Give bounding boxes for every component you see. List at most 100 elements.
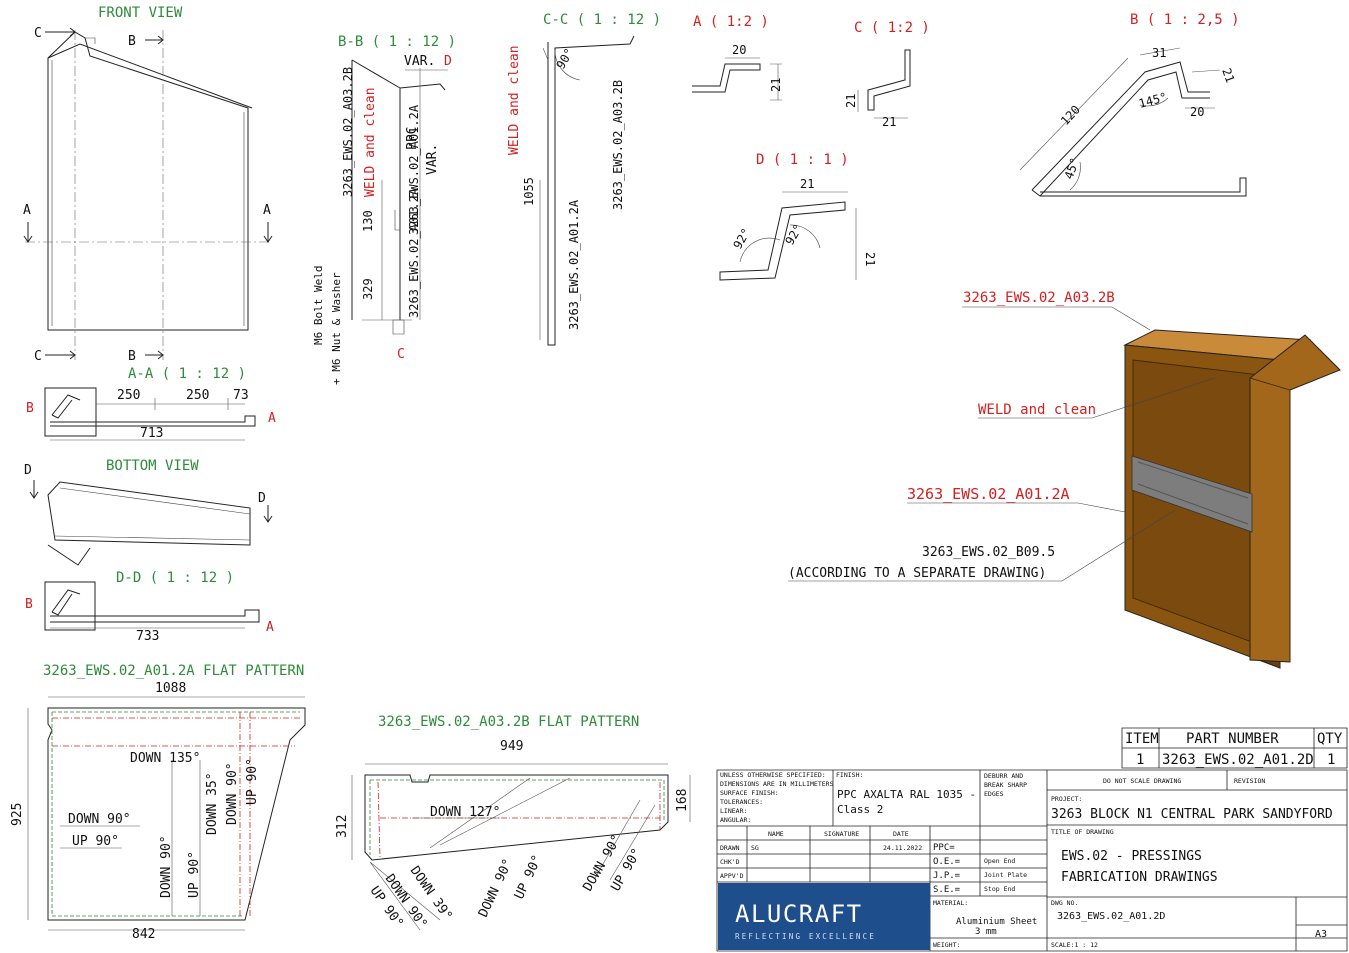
tb-title-2: FABRICATION DRAWINGS <box>1061 870 1218 885</box>
tb-col-name: NAME <box>768 830 784 838</box>
dd-dim-733: 733 <box>136 629 159 644</box>
tb-project-label: PROJECT: <box>1051 795 1082 803</box>
bb-part-a01-upper: 3263_EWS.02_A01.2A <box>407 104 421 235</box>
tb-weight: WEIGHT: <box>933 941 960 949</box>
detail-a-dim-21: 21 <box>769 78 783 92</box>
logo-text: ALUCRAFT <box>735 900 863 928</box>
bb-var-side: VAR. <box>425 144 440 175</box>
parts-list: ITEM PART NUMBER QTY 1 3263_EWS.02_A01.2… <box>1121 727 1348 769</box>
logo-tagline: REFLECTING EXCELLENCE <box>735 932 876 941</box>
tb-col-signature: SIGNATURE <box>824 830 859 838</box>
tb-finish-label: FINISH: <box>836 771 863 779</box>
tb-size: A3 <box>1315 929 1327 940</box>
parts-row-part-number: 3263_EWS.02_A01.2D <box>1162 752 1314 768</box>
detail-b-angle-145: 145° <box>1137 90 1169 111</box>
detail-b-angle-45: 45° <box>1062 156 1083 181</box>
front-view-title: FRONT VIEW <box>98 5 183 21</box>
detail-d-dim-21-top: 21 <box>800 177 814 191</box>
tb-deburr-2: BREAK SHARP <box>984 781 1027 789</box>
tb-jp-value: Joint Plate <box>984 871 1027 879</box>
tb-material-2: 3 mm <box>975 927 997 937</box>
bottom-view-title: BOTTOM VIEW <box>106 458 199 474</box>
tb-spec-3: SURFACE FINISH: <box>720 789 779 797</box>
iso-label-b09: 3263_EWS.02_B09.5 <box>922 545 1055 560</box>
tb-scale: SCALE:1 : 12 <box>1051 941 1098 949</box>
logo-panel <box>718 883 930 950</box>
section-cc: C-C ( 1 : 12 ) WELD and clean 90° 3263_E… <box>507 12 661 346</box>
bottom-view: BOTTOM VIEW D D <box>24 458 273 566</box>
dd-title: D-D ( 1 : 12 ) <box>116 570 234 586</box>
tb-drawn: DRAWN <box>720 844 740 852</box>
tb-title-1: EWS.02 - PRESSINGS <box>1061 849 1202 864</box>
aa-title: A-A ( 1 : 12 ) <box>128 366 246 382</box>
flat-pattern-a01: 3263_EWS.02_A01.2A FLAT PATTERN 1088 925… <box>10 663 306 942</box>
bb-d-mark: D <box>444 54 452 69</box>
tb-deburr-3: EDGES <box>984 790 1004 798</box>
bb-dim-329: 329 <box>361 278 375 300</box>
bb-part-a01-lower: 3263_EWS.02_A01.2A <box>407 187 421 318</box>
flat2-dim-949: 949 <box>500 739 523 754</box>
flat1-down-90-right: DOWN 90° <box>225 762 240 825</box>
flat2-down-127: DOWN 127° <box>430 805 500 820</box>
tb-se: S.E.= <box>933 885 961 895</box>
detail-d-title: D ( 1 : 1 ) <box>756 152 849 168</box>
detail-c-dim-21-horz: 21 <box>882 115 896 129</box>
flat-pattern-a03: 3263_EWS.02_A03.2B FLAT PATTERN 949 312 … <box>335 714 691 932</box>
detail-d: D ( 1 : 1 ) 21 92° 92° 21 <box>719 152 877 281</box>
cc-dim-1055: 1055 <box>522 177 536 206</box>
bb-weld-note: WELD and clean <box>363 87 378 197</box>
tb-title-label: TITLE OF DRAWING <box>1051 828 1114 836</box>
detail-b-dim-20: 20 <box>1190 105 1204 119</box>
tb-no-scale: DO NOT SCALE DRAWING <box>1103 777 1181 785</box>
bottom-d-mark-right: D <box>258 491 266 506</box>
front-c-mark-bottom: C <box>34 349 42 364</box>
dd-b-mark: B <box>25 597 33 612</box>
detail-b-dim-21: 21 <box>1219 66 1237 84</box>
isometric-view: 3263_EWS.02_A03.2B WELD and clean 3263_E… <box>788 290 1341 669</box>
tb-project: 3263 BLOCK N1 CENTRAL PARK SANDYFORD <box>1051 807 1333 822</box>
bb-c-mark: C <box>397 347 405 362</box>
tb-spec-1: UNLESS OTHERWISE SPECIFIED: <box>720 771 826 779</box>
tb-approved: APPV'D <box>720 872 744 880</box>
flat2-dim-312: 312 <box>335 815 350 838</box>
tb-deburr-1: DEBURR AND <box>984 772 1023 780</box>
bb-title: B-B ( 1 : 12 ) <box>338 34 456 50</box>
detail-a-dim-20: 20 <box>732 43 746 57</box>
tb-spec-5: LINEAR: <box>720 807 747 815</box>
cc-title: C-C ( 1 : 12 ) <box>543 12 661 28</box>
tb-dwg-label: DWG NO. <box>1051 899 1078 907</box>
title-block: UNLESS OTHERWISE SPECIFIED: DIMENSIONS A… <box>716 769 1348 952</box>
aa-dim-250-left: 250 <box>117 388 140 403</box>
cc-angle-90: 90° <box>553 46 576 72</box>
cc-weld-note: WELD and clean <box>507 45 522 155</box>
parts-row-qty: 1 <box>1327 752 1335 768</box>
detail-a-title: A ( 1:2 ) <box>693 14 769 30</box>
aa-dim-73: 73 <box>233 388 249 403</box>
flat1-down-90-left: DOWN 90° <box>68 812 131 827</box>
detail-b-dim-120: 120 <box>1058 103 1083 128</box>
section-bb: B-B ( 1 : 12 ) VAR. D 3263_EWS.02_A03.2B… <box>312 34 456 385</box>
tb-spec-4: TOLERANCES: <box>720 798 763 806</box>
detail-b-dim-31: 31 <box>1152 46 1166 60</box>
bb-ppc: PPC <box>405 127 420 150</box>
tb-material-1: Aluminium Sheet <box>956 917 1037 927</box>
front-view: FRONT VIEW C B A A C B <box>23 5 273 364</box>
iso-label-note: (ACCORDING TO A SEPARATE DRAWING) <box>788 566 1046 581</box>
aa-a-mark: A <box>268 411 276 426</box>
dd-a-mark: A <box>266 620 274 635</box>
front-a-mark-left: A <box>23 203 31 218</box>
front-b-mark-bottom: B <box>128 349 136 364</box>
flat2-dim-168: 168 <box>675 789 690 812</box>
flat1-down-90-bottom: DOWN 90° <box>159 835 174 898</box>
flat1-down-35: DOWN 35° <box>205 772 220 835</box>
flat2-down-90-mid: DOWN 90° <box>476 857 516 920</box>
tb-oe-value: Open End <box>984 857 1015 865</box>
detail-c-dim-21-vert: 21 <box>844 94 858 108</box>
detail-b: B ( 1 : 2,5 ) 31 21 145° 20 120 45° <box>1019 12 1247 197</box>
tb-se-value: Stop End <box>984 885 1015 893</box>
flat1-up-90-left: UP 90° <box>72 834 119 849</box>
tb-revision: REVISION <box>1234 777 1265 785</box>
cc-part-a03: 3263_EWS.02_A03.2B <box>611 80 625 210</box>
parts-header-item: ITEM <box>1125 731 1159 747</box>
parts-row-item: 1 <box>1136 752 1144 768</box>
